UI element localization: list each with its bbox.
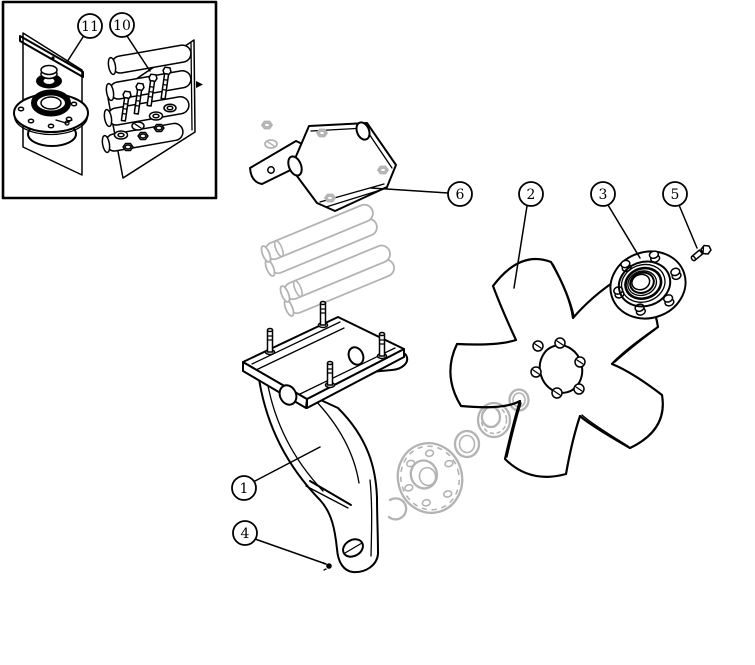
leader-1 xyxy=(254,446,321,482)
hub-lugs xyxy=(613,250,682,316)
leader-10 xyxy=(126,35,151,72)
hub-flange-part3 xyxy=(609,250,687,320)
ghost-flange xyxy=(396,442,464,514)
stud xyxy=(324,360,336,389)
callout-label-10: 10 xyxy=(113,18,131,34)
hub-kit-panel xyxy=(13,32,89,176)
fan-bolt-holes xyxy=(530,337,586,399)
leader-5 xyxy=(678,204,698,249)
callout-label-1: 1 xyxy=(240,481,249,497)
hardware-kit-panel xyxy=(101,39,203,179)
panel-edge-double-line xyxy=(190,42,193,131)
leader-2 xyxy=(513,205,528,289)
callout-10: 10 xyxy=(109,12,135,38)
inset-border xyxy=(1,0,218,200)
arm-inner-lines xyxy=(265,373,373,557)
callout-4: 4 xyxy=(232,520,258,546)
hex-nut xyxy=(137,131,149,141)
arm-hole xyxy=(267,166,275,174)
stud xyxy=(376,331,388,360)
bolt-tip xyxy=(690,255,697,262)
hex-nut xyxy=(153,123,165,133)
clamp-tab-left xyxy=(278,384,298,406)
bolt-part5 xyxy=(690,244,712,262)
leader-11 xyxy=(66,36,84,63)
upper-bracket-part6 xyxy=(249,120,397,212)
callout-label-5: 5 xyxy=(671,187,680,203)
flange-hole xyxy=(17,106,25,112)
callout-6: 6 xyxy=(447,181,473,207)
fan-outline xyxy=(449,257,664,478)
hex-nut xyxy=(122,142,134,152)
flange-rim-lower xyxy=(13,115,89,136)
cap-ring-center xyxy=(43,78,55,84)
fan-part2 xyxy=(449,257,664,478)
bar-hole-dot xyxy=(51,56,55,60)
hinge-tab-right xyxy=(355,121,371,141)
blade-edge-accents xyxy=(506,263,657,458)
callout-2: 2 xyxy=(518,181,544,207)
hinge-tab-left xyxy=(287,155,303,177)
hole-slot-line xyxy=(344,542,363,554)
ghost-nuts-on-bracket xyxy=(316,128,389,203)
dust-cap xyxy=(36,64,62,89)
callout-label-4: 4 xyxy=(241,526,250,542)
callout-balloons: 11 10 6 2 3 5 1 4 xyxy=(77,12,688,546)
callout-label-2: 2 xyxy=(527,187,536,203)
callout-label-11: 11 xyxy=(81,19,99,35)
flat-bar-part11 xyxy=(19,35,84,78)
main-bracket-part1 xyxy=(242,300,409,574)
callout-label-6: 6 xyxy=(456,187,465,203)
leader-lines xyxy=(66,35,698,565)
ghost-washer xyxy=(453,429,481,459)
panel-arrow-marker xyxy=(196,81,203,88)
kit-washers-nuts xyxy=(113,103,177,152)
bore-center xyxy=(40,96,62,110)
callout-11: 11 xyxy=(77,13,103,39)
flange-hole xyxy=(70,101,78,107)
leader-3 xyxy=(607,204,641,259)
lock-washer xyxy=(131,121,145,131)
ghost-nut-washer-upper-left xyxy=(261,120,278,149)
cotter-pin xyxy=(55,119,73,124)
callout-label-3: 3 xyxy=(599,187,608,203)
callout-3: 3 xyxy=(590,181,616,207)
cap-top xyxy=(40,64,58,76)
arm-fold-edge xyxy=(309,480,352,506)
hub-flange-inset xyxy=(13,89,89,136)
clamp-tab-right xyxy=(347,346,365,366)
callout-1: 1 xyxy=(231,475,257,501)
leader-6 xyxy=(370,187,449,194)
ghost-snap-ring xyxy=(387,497,408,521)
flange-hole xyxy=(47,123,55,129)
mounting-studs xyxy=(264,300,388,389)
leader-4 xyxy=(254,538,327,565)
arm-fold-edge2 xyxy=(305,485,349,509)
flange-hole xyxy=(27,118,35,124)
callout-5: 5 xyxy=(662,181,688,207)
flat-washer xyxy=(113,130,129,140)
cotter-pin-loop xyxy=(64,120,70,126)
ghost-tubes xyxy=(260,203,395,317)
stud xyxy=(264,327,276,356)
hub-bearing-rings xyxy=(617,260,672,308)
flat-washer xyxy=(148,111,164,121)
flat-bar xyxy=(19,35,84,78)
inset-kit-box xyxy=(1,0,218,200)
bolt-head-facet xyxy=(702,246,705,255)
kit-bolts xyxy=(120,66,172,122)
bearing-bore-ring xyxy=(31,89,71,117)
stud xyxy=(317,300,329,329)
bracket-arm-lower xyxy=(257,371,379,574)
flat-washer xyxy=(163,103,177,113)
